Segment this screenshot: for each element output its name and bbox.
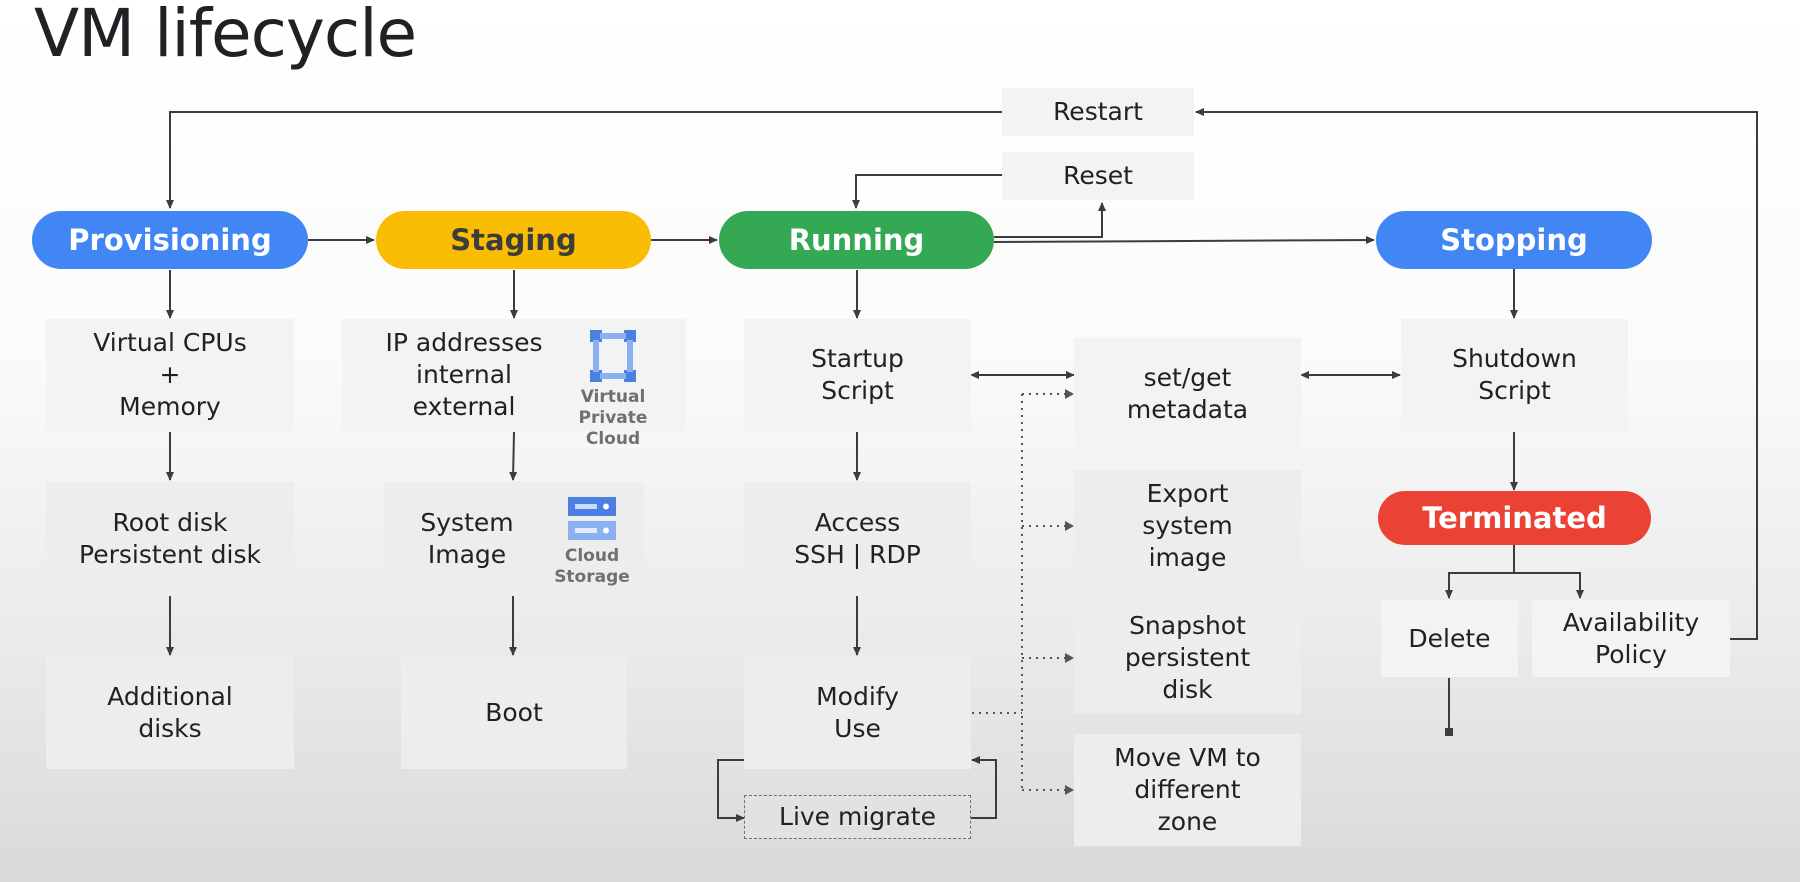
step-text: SSH | RDP <box>794 539 921 569</box>
step-additional-disks: Additional disks <box>46 657 294 769</box>
page-title: VM lifecycle <box>34 0 417 72</box>
state-running-label: Running <box>788 223 925 257</box>
step-text: Export <box>1146 479 1229 508</box>
step-shutdown-script: Shutdown Script <box>1401 319 1628 431</box>
state-terminated: Terminated <box>1378 491 1651 545</box>
step-text: Virtual CPUs <box>93 328 247 357</box>
step-text: Policy <box>1595 639 1667 669</box>
step-text: IP addresses <box>385 328 543 357</box>
cloud-storage-caption-line: Storage <box>554 567 630 587</box>
step-text: persistent <box>1124 643 1251 672</box>
step-text: Script <box>1478 376 1551 405</box>
state-staging-label: Staging <box>450 223 577 257</box>
edge-running-stopping <box>993 236 1375 245</box>
step-text: Snapshot <box>1129 611 1246 640</box>
step-text: Root disk <box>112 507 228 537</box>
cloud-storage-caption: Cloud Storage <box>546 546 638 588</box>
restart-label: Restart <box>1053 97 1143 126</box>
step-text: Live migrate <box>779 802 936 831</box>
step-modify-use: Modify Use <box>744 657 971 769</box>
step-live-migrate: Live migrate <box>744 795 971 839</box>
step-text: Additional <box>107 682 233 711</box>
step-startup-script: Startup Script <box>744 319 971 431</box>
step-text: external <box>412 392 516 421</box>
vpc-caption-line: Cloud <box>585 429 641 449</box>
state-running: Running <box>719 211 994 269</box>
op-snapshot-persistent-disk: Snapshot persistent disk <box>1074 602 1301 714</box>
step-text: Script <box>821 376 894 405</box>
cloud-storage-caption-line: Cloud <box>564 546 620 566</box>
op-export-system-image: Export system image <box>1074 470 1301 582</box>
step-text: Memory <box>119 392 221 421</box>
edge-running-reset <box>994 202 1106 238</box>
step-text: metadata <box>1126 395 1249 424</box>
edge-availability-restart <box>1195 108 1758 640</box>
step-text: System <box>420 507 514 537</box>
vpc-caption-line: Virtual Private <box>578 387 648 428</box>
step-text: Modify <box>816 682 899 711</box>
state-provisioning: Provisioning <box>32 211 308 269</box>
edge-live-migrate-modify <box>971 756 997 819</box>
state-stopping-label: Stopping <box>1440 223 1588 257</box>
step-root-disk: Root disk Persistent disk <box>46 482 294 595</box>
step-text: Use <box>834 714 881 743</box>
step-delete: Delete <box>1381 600 1518 677</box>
step-text: system <box>1142 511 1233 540</box>
step-text: disks <box>138 714 202 743</box>
virtual-private-cloud-icon <box>590 330 636 382</box>
step-boot: Boot <box>401 657 627 769</box>
step-text: disk <box>1162 675 1213 704</box>
step-text: Persistent disk <box>79 539 261 569</box>
step-text: Startup <box>811 344 904 373</box>
vpc-caption: Virtual Private Cloud <box>548 387 678 450</box>
state-staging: Staging <box>376 211 651 269</box>
op-move-vm-zone: Move VM to different zone <box>1074 734 1301 846</box>
step-text: Availability <box>1562 607 1700 637</box>
edge-restart-provisioning <box>166 111 1002 209</box>
step-text: Shutdown <box>1452 344 1577 373</box>
step-text: image <box>1148 543 1227 572</box>
state-provisioning-label: Provisioning <box>68 223 272 257</box>
reset-label: Reset <box>1063 161 1133 190</box>
step-text: different <box>1134 775 1241 804</box>
step-virtual-cpus-memory: Virtual CPUs + Memory <box>46 319 294 431</box>
step-text: Image <box>427 539 507 569</box>
step-text: Move VM to <box>1114 743 1261 772</box>
cloud-storage-icon <box>568 497 616 540</box>
step-text: Access <box>814 507 901 537</box>
state-stopping: Stopping <box>1376 211 1652 269</box>
step-availability-policy: Availability Policy <box>1532 600 1730 677</box>
reset-action: Reset <box>1002 152 1194 200</box>
step-text: set/get <box>1143 363 1232 392</box>
edge-modify-live-migrate <box>717 759 745 822</box>
step-text: internal <box>416 360 512 389</box>
edge-reset-running <box>852 174 1002 209</box>
step-access-ssh-rdp: Access SSH | RDP <box>744 482 971 595</box>
step-text: Boot <box>485 698 543 727</box>
state-terminated-label: Terminated <box>1422 501 1607 535</box>
step-text: + <box>159 360 181 389</box>
restart-action: Restart <box>1002 88 1194 136</box>
op-set-get-metadata: set/get metadata <box>1074 338 1301 450</box>
step-text: zone <box>1157 807 1218 836</box>
step-text: Delete <box>1408 623 1491 653</box>
